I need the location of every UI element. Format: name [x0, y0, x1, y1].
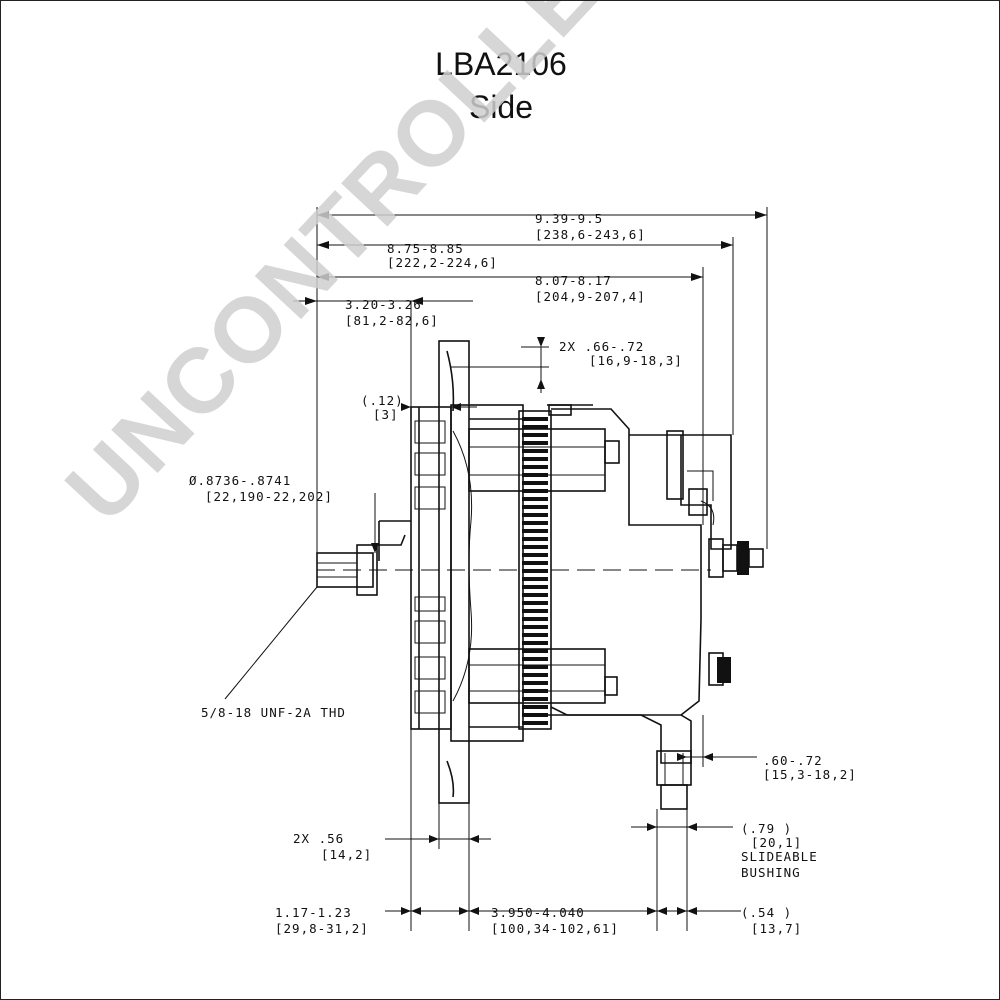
ear-thickness-in: 2X .56 [293, 831, 344, 846]
stator-rib [522, 481, 548, 485]
stator-rib [522, 673, 548, 677]
front-offset-mm: [29,8-31,2] [275, 921, 369, 936]
stator-rib [522, 593, 548, 597]
stator-rib [522, 697, 548, 701]
stator-rib [522, 465, 548, 469]
alternator-outline [316, 340, 764, 810]
bushing-mm: [20,1] [751, 835, 802, 850]
bushing-note-2: BUSHING [741, 865, 801, 880]
stator-rib [522, 417, 548, 421]
stator-rib [522, 433, 548, 437]
stator-rib [522, 529, 548, 533]
stator-ribs [522, 417, 548, 725]
dimension-lines [224, 207, 768, 931]
stator-rib [522, 617, 548, 621]
ear-width-in: 2X .66-.72 [559, 339, 644, 354]
stator-rib [522, 585, 548, 589]
stator-rib [522, 641, 548, 645]
length-b-mm: [222,2-224,6] [387, 255, 498, 270]
terminal-offset-mm: [15,3-18,2] [763, 767, 857, 782]
title-block: LBA2106 Side [1, 43, 999, 129]
thread-spec: 5/8-18 UNF-2A THD [201, 705, 346, 720]
shaft-diameter-mm: [22,190-22,202] [205, 489, 333, 504]
stator-rib [522, 441, 548, 445]
stator-rib [522, 657, 548, 661]
stator-rib [522, 681, 548, 685]
mount-span-mm: [100,34-102,61] [491, 921, 619, 936]
mount-span-in: 3.950-4.040 [491, 905, 585, 920]
stator-rib [522, 601, 548, 605]
stator-rib [522, 537, 548, 541]
stator-rib [522, 577, 548, 581]
stator-rib [522, 649, 548, 653]
front-offset-in: 1.17-1.23 [275, 905, 352, 920]
stator-rib [522, 705, 548, 709]
stator-rib [522, 625, 548, 629]
stator-rib [522, 505, 548, 509]
shaft-diameter-in: Ø.8736-.8741 [189, 473, 291, 488]
pulley-offset-in: 3.20-3.26 [345, 297, 422, 312]
stator-rib [522, 721, 548, 725]
bushing-in: (.79 ) [741, 821, 792, 836]
stator-rib [522, 513, 548, 517]
stator-rib [522, 545, 548, 549]
dimension-labels: 9.39-9.5 [238,6-243,6] 8.75-8.85 [222,2-… [189, 211, 857, 936]
drawing-title: LBA2106 [435, 46, 567, 82]
length-b-in: 8.75-8.85 [387, 241, 464, 256]
ear-thickness-mm: [14,2] [321, 847, 372, 862]
bushing-length-mm: [13,7] [751, 921, 802, 936]
pulley-offset-mm: [81,2-82,6] [345, 313, 439, 328]
stator-rib [522, 457, 548, 461]
flange-gap-in: (.12) [361, 393, 404, 408]
overall-length-in: 9.39-9.5 [535, 211, 603, 226]
stator-rib [522, 497, 548, 501]
stator-rib [522, 633, 548, 637]
bushing-note-1: SLIDEABLE [741, 849, 818, 864]
length-c-in: 8.07-8.17 [535, 273, 612, 288]
length-c-mm: [204,9-207,4] [535, 289, 646, 304]
terminal-offset-in: .60-.72 [763, 753, 823, 768]
stator-rib [522, 561, 548, 565]
stator-rib [522, 665, 548, 669]
ear-width-mm: [16,9-18,3] [589, 353, 683, 368]
bushing-length-in: (.54 ) [741, 905, 792, 920]
flange-gap-mm: [3] [373, 407, 399, 422]
stator-rib [522, 449, 548, 453]
stator-rib [522, 521, 548, 525]
overall-length-mm: [238,6-243,6] [535, 227, 646, 242]
stator-rib [522, 425, 548, 429]
drawing-subtitle: Side [468, 89, 534, 125]
stator-rib [522, 609, 548, 613]
stator-rib [522, 569, 548, 573]
stator-rib [522, 553, 548, 557]
